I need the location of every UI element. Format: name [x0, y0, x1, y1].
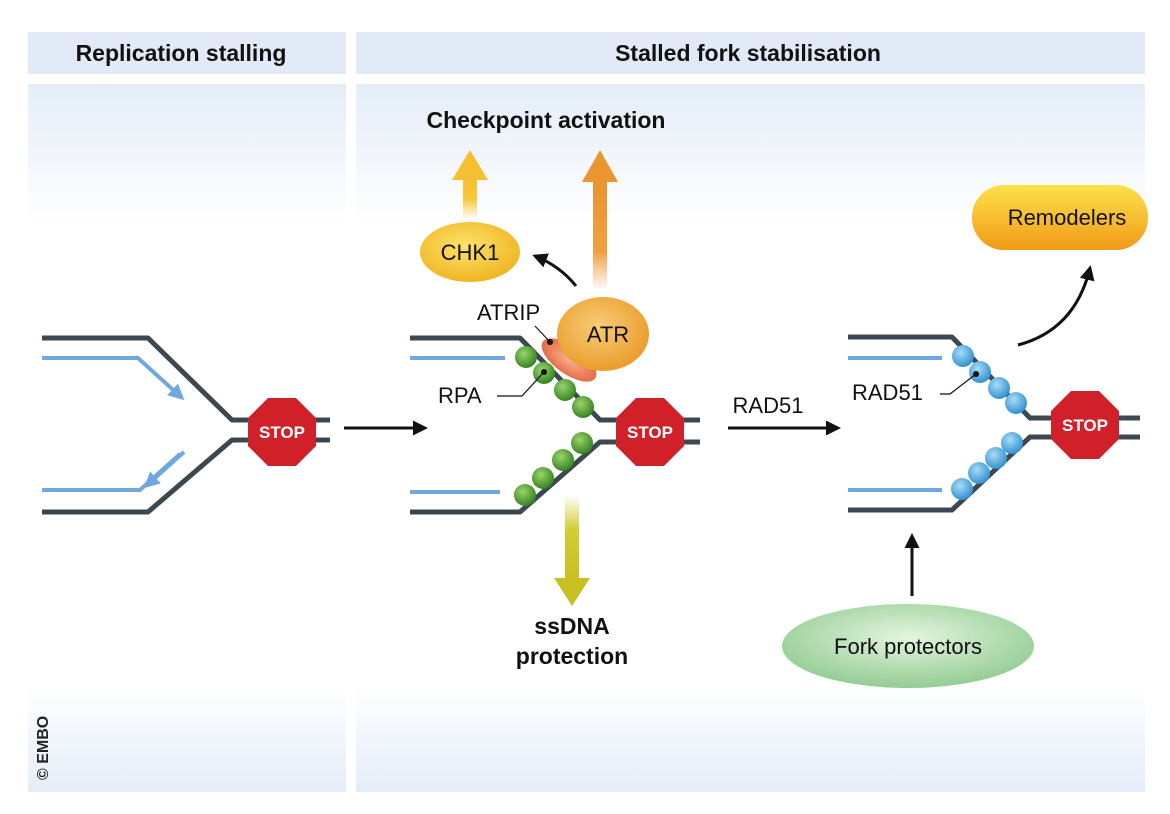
stop-sign-middle: STOP	[616, 398, 684, 466]
stop-sign-right: STOP	[1051, 391, 1119, 459]
rad51-arrow-label: RAD51	[733, 393, 804, 418]
left-panel-title: Replication stalling	[76, 40, 287, 66]
ssdna-protection-arrow	[554, 495, 590, 606]
remodelers-label: Remodelers	[1008, 205, 1127, 230]
atrip-leader	[534, 325, 551, 343]
checkpoint-arrow-atr	[582, 150, 618, 290]
stop-sign-left: STOP	[248, 398, 316, 466]
ssdna-label-line1: ssDNA	[534, 613, 609, 639]
rad51-label: RAD51	[852, 380, 923, 405]
remodelers-arrow	[1017, 265, 1095, 347]
rpa-label: RPA	[438, 383, 482, 408]
fork-protectors-ellipse	[782, 604, 1034, 688]
rpa-leader	[497, 371, 545, 397]
rpa-dot	[541, 369, 547, 375]
stop-label: STOP	[1062, 416, 1108, 435]
rad51-dot	[973, 371, 979, 377]
atrip-protein	[541, 338, 597, 382]
atrip-label: ATRIP	[477, 300, 540, 325]
checkpoint-activation-label: Checkpoint activation	[427, 107, 666, 133]
chk1-label: CHK1	[441, 240, 500, 265]
copyright-embo: © EMBO	[35, 716, 52, 780]
left-panel-header	[28, 32, 346, 74]
atr-to-chk1-arrow	[532, 253, 578, 287]
fork-protectors-label: Fork protectors	[834, 634, 982, 659]
atrip-dot	[547, 339, 553, 345]
ssdna-label-line2: protection	[516, 643, 628, 669]
checkpoint-arrow-chk1	[452, 150, 488, 220]
chk1-protein	[420, 222, 520, 282]
atr-label: ATR	[587, 322, 629, 347]
atr-protein	[557, 297, 649, 371]
right-panel-title: Stalled fork stabilisation	[615, 40, 881, 66]
rad51-beads	[951, 345, 1027, 500]
rad51-leader	[940, 373, 977, 395]
stop-label: STOP	[259, 423, 305, 442]
right-panel-header	[356, 32, 1145, 74]
remodelers-box	[972, 185, 1148, 250]
stop-label: STOP	[627, 423, 673, 442]
